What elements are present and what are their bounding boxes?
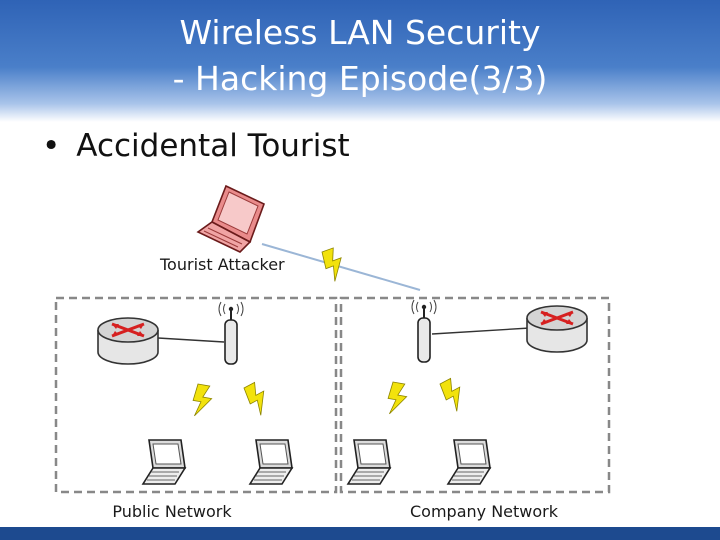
attacker-link	[261, 243, 421, 291]
lightning-icon	[385, 381, 410, 417]
bullet-item: • Accidental Tourist	[42, 128, 350, 164]
access-point-icon	[218, 301, 244, 365]
router-link-left	[157, 337, 225, 343]
laptop-icon	[196, 184, 266, 253]
bullet-text: Accidental Tourist	[76, 128, 350, 164]
public-network-label: Public Network	[112, 502, 232, 521]
bottom-bar	[0, 527, 720, 540]
router-link-right	[431, 327, 531, 335]
company-network-label: Company Network	[410, 502, 559, 521]
bullet-dot: •	[42, 128, 61, 164]
title-line-1: Wireless LAN Security	[179, 13, 541, 52]
laptop-icon	[249, 439, 293, 485]
title-line-2: - Hacking Episode(3/3)	[172, 59, 548, 98]
laptop-icon	[142, 439, 186, 485]
company-network-box	[339, 296, 611, 494]
router-icon	[96, 316, 160, 366]
public-network-box	[54, 296, 338, 494]
lightning-icon	[241, 380, 274, 418]
laptop-icon	[347, 439, 391, 485]
router-icon	[525, 304, 589, 354]
attacker-label: Tourist Attacker	[159, 255, 285, 274]
lightning-icon	[190, 383, 215, 419]
lightning-icon	[319, 246, 349, 284]
lightning-icon	[437, 376, 470, 414]
laptop-icon	[447, 439, 491, 485]
title-bar	[0, 0, 720, 122]
slide-title: Wireless LAN Security - Hacking Episode(…	[0, 10, 720, 102]
access-point-icon	[411, 299, 437, 363]
